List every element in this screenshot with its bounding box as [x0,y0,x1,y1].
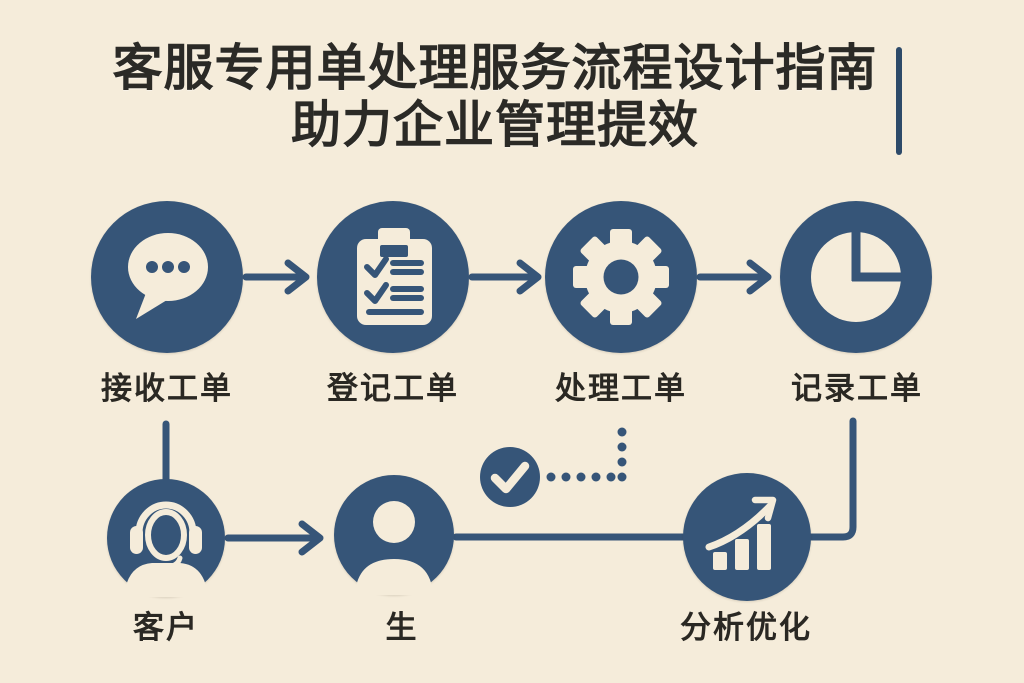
title-accent-bar [896,47,902,155]
step-label-register-ticket: 登记工单 [327,371,459,406]
step-node-register-ticket [317,201,469,353]
step-label-record-ticket: 记录工单 [791,371,923,406]
arrow-step3-step4 [696,259,772,295]
line-analyze-record [804,417,857,541]
bottom-label-customer: 客户 [133,610,199,645]
step-label-receive-ticket: 接收工单 [101,371,233,406]
step-node-record-ticket [780,201,932,353]
gear-icon [573,229,669,325]
dotted-feedback-path [546,427,627,482]
bottom-node-customer [107,479,225,597]
arrow-step1-step2 [242,259,310,295]
page-title: 客服专用单处理服务流程设计指南 助力企业管理提效 [0,40,990,154]
person-icon [355,501,433,595]
step-node-process-ticket [545,201,697,353]
title-line-2: 助力企业管理提效 [291,97,699,153]
bottom-node-person [334,475,454,595]
step-node-receive-ticket [91,201,243,353]
clipboard-checklist-icon [357,228,432,325]
checkmark-icon [490,461,530,494]
chat-bubble-icon [128,233,208,319]
arrow-step2-step3 [468,259,542,295]
bottom-label-person: 生 [385,610,419,645]
growth-chart-icon [705,496,777,570]
pie-chart-icon [811,230,903,322]
check-badge [480,447,540,507]
bottom-node-analyze [683,473,811,601]
bottom-label-analyze: 分析优化 [680,610,812,645]
title-line-1: 客服专用单处理服务流程设计指南 [112,40,878,96]
step-label-process-ticket: 处理工单 [555,371,687,406]
headset-agent-icon [124,501,208,597]
arrow-customer-person [224,520,324,556]
